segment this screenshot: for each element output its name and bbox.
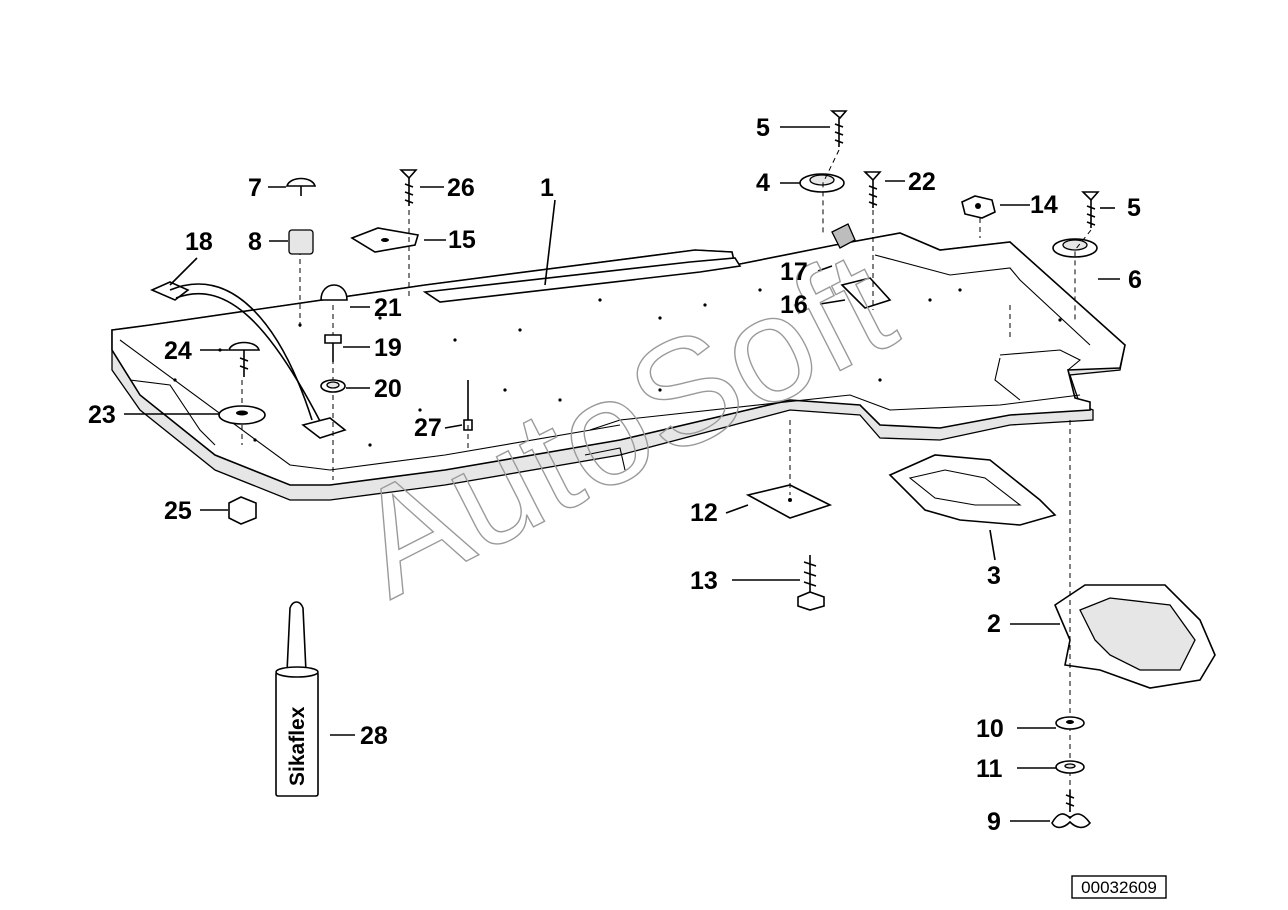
callout-23: 23: [88, 401, 116, 429]
callout-13: 13: [690, 567, 718, 595]
callout-7: 7: [248, 174, 262, 202]
screw-13: [797, 555, 825, 611]
reference-number-box: 00032609: [1071, 875, 1167, 899]
callout-4: 4: [756, 169, 770, 197]
plate-15: [350, 227, 420, 253]
callout-10: 10: [976, 715, 1004, 743]
callout-8: 8: [248, 228, 262, 256]
callout-2: 2: [987, 610, 1001, 638]
plate-12: [745, 484, 833, 519]
callout-5b: 5: [1127, 194, 1141, 222]
cover-plate: [888, 454, 1057, 526]
callout-24: 24: [164, 337, 192, 365]
callout-5a: 5: [756, 114, 770, 142]
screws: [241, 110, 1100, 820]
callout-1: 1: [540, 174, 554, 202]
shield-plate: [1054, 584, 1216, 689]
callout-11: 11: [976, 755, 1003, 783]
callout-6: 6: [1128, 266, 1142, 294]
reference-number: 00032609: [1081, 878, 1157, 897]
callout-15: 15: [448, 226, 476, 254]
wing-bolt-and-washers: [1051, 716, 1092, 829]
callout-14: 14: [1030, 191, 1058, 219]
callout-19: 19: [374, 334, 402, 362]
callout-25: 25: [164, 497, 192, 525]
grommets: [799, 173, 1098, 258]
callout-21: 21: [374, 294, 402, 322]
callout-18: 18: [185, 228, 213, 256]
sikaflex-tube: Sikaflex: [275, 601, 319, 797]
callout-16: 16: [780, 291, 808, 319]
callout-9: 9: [987, 808, 1001, 836]
callout-labels: 1 2 3 4 5 5 6 7 8 9 10 11 12 13 14 15 16…: [88, 114, 1142, 836]
brace-strap: [150, 281, 347, 439]
clip-16-17: [831, 223, 892, 309]
leader-lines: [124, 126, 1120, 822]
callout-3: 3: [987, 562, 1001, 590]
tube-label: Sikaflex: [286, 706, 309, 786]
callout-26: 26: [447, 174, 475, 202]
callout-28: 28: [360, 722, 388, 750]
left-fasteners: [218, 177, 473, 525]
callout-22: 22: [908, 168, 936, 196]
callout-12: 12: [690, 499, 718, 527]
callout-17: 17: [780, 258, 808, 286]
callout-20: 20: [374, 375, 402, 403]
callout-27: 27: [414, 414, 442, 442]
